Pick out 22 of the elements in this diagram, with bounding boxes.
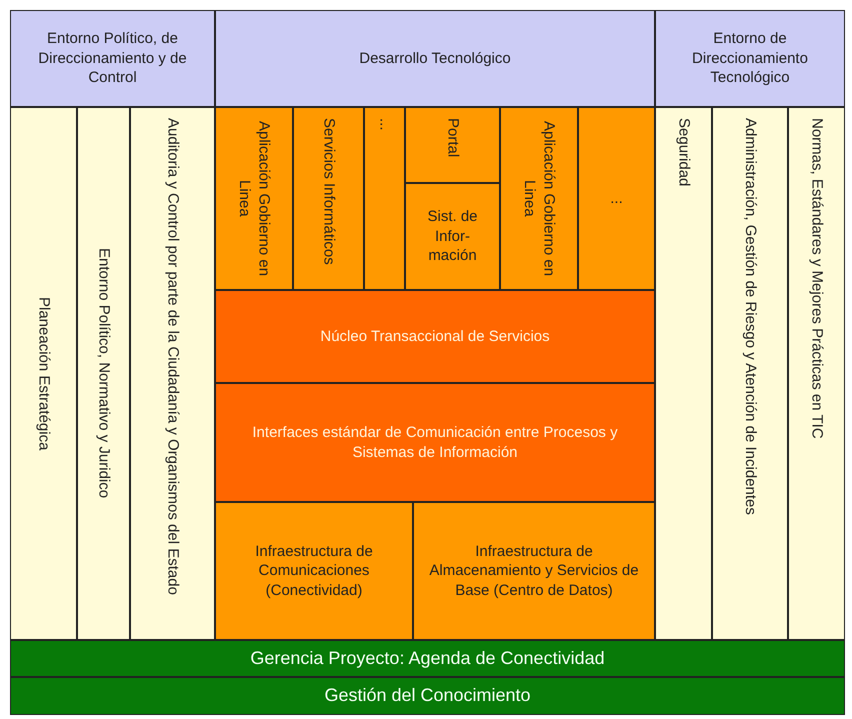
layer-bar: Gestión del Conocimiento <box>10 677 845 715</box>
application-box: ... <box>578 107 655 290</box>
header-box: Entorno Político, de Direccionamiento y de Control <box>10 10 215 107</box>
application-box: Aplicación Gobierno en Linea <box>500 107 578 290</box>
column-box: Administración, Gestión de Riesgo y Atención de Incidentes <box>712 107 788 640</box>
column-box: Entorno Político, Normativo y Juridico <box>77 107 130 640</box>
header-box: Entorno de Direccionamiento Tecnológico <box>655 10 845 107</box>
column-box: Seguridad <box>655 107 712 640</box>
infrastructure-box: Infraestructura de Almacenamiento y Servicios de Base (Centro de Datos) <box>413 502 655 640</box>
column-box: Auditoria y Control por parte de la Ciudadanía y Organismos del Estado <box>130 107 215 640</box>
column-box: Planeación Estratégica <box>10 107 77 640</box>
column-box: Normas, Estándares y Mejores Prácticas en TIC <box>788 107 845 640</box>
layer-box: Interfaces estándar de Comunicación entre Procesos y Sistemas de Información <box>215 383 655 502</box>
infrastructure-box: Infraestructura de Comunicaciones (Conectividad) <box>215 502 413 640</box>
application-box: ... <box>364 107 405 290</box>
layer-box: Núcleo Transaccional de Servicios <box>215 290 655 383</box>
application-box: Sist. de Infor- mación <box>405 183 500 290</box>
layer-bar: Gerencia Proyecto: Agenda de Conectividad <box>10 640 845 677</box>
application-box: Portal <box>405 107 500 183</box>
application-box: Aplicación Gobierno en Linea <box>215 107 293 290</box>
application-box: Servicios Informáticos <box>293 107 364 290</box>
header-box: Desarrollo Tecnológico <box>215 10 655 107</box>
